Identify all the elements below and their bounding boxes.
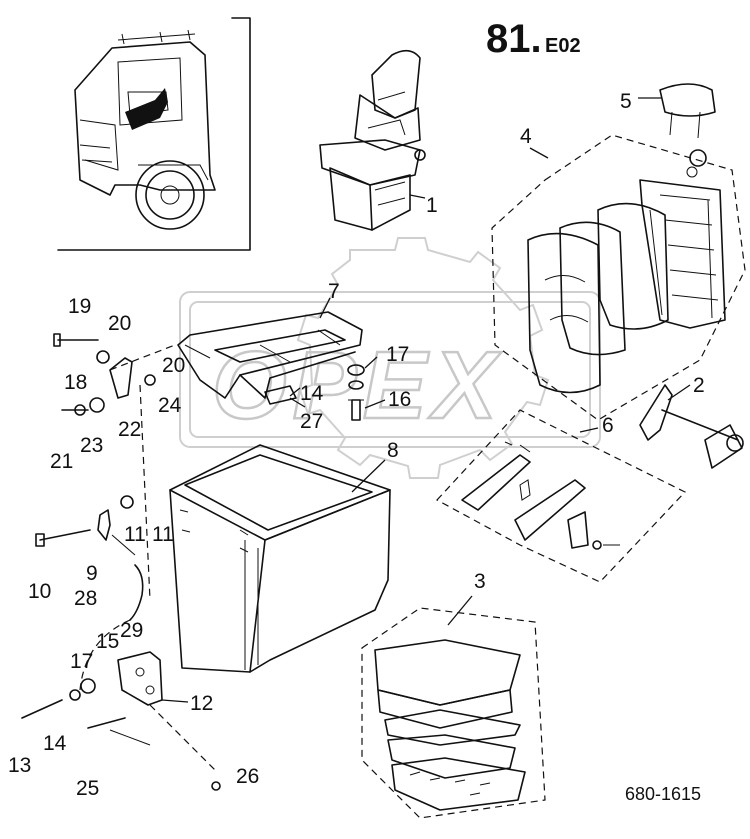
callout-27: 27 (300, 410, 323, 433)
callout-4: 4 (520, 125, 532, 148)
seat-base-box (169, 444, 391, 673)
callout-21: 21 (50, 450, 73, 473)
callout-28: 28 (74, 587, 97, 610)
side-bracket (639, 384, 744, 469)
armrest-group (436, 409, 686, 583)
document-number: 680-1615 (625, 784, 701, 804)
frame-fasteners (347, 364, 365, 421)
group-suffix: E02 (545, 35, 581, 57)
backrest-group (491, 83, 746, 421)
watermark-text: OPEX (212, 332, 503, 439)
callout-11-upper: 11 (124, 523, 146, 546)
callout-13: 13 (8, 754, 31, 777)
callouts: 1 2 3 4 5 6 7 8 9 10 11 12 13 14 15 16 1… (8, 90, 705, 800)
callout-29: 29 (120, 619, 143, 642)
callout-6: 6 (602, 414, 614, 437)
callout-20-upper: 20 (108, 312, 131, 335)
callout-10: 10 (28, 580, 51, 603)
seat-cushion-group (361, 607, 546, 819)
callout-22: 22 (118, 418, 141, 441)
callout-14-upper: 14 (300, 382, 324, 405)
callout-17-upper: 17 (386, 343, 409, 366)
callout-23: 23 (80, 434, 103, 457)
callout-26: 26 (236, 765, 259, 788)
seat-frame (177, 311, 363, 405)
truck-inset (57, 17, 251, 251)
callout-5: 5 (620, 90, 632, 113)
complete-seat (319, 49, 426, 231)
callout-16: 16 (388, 388, 411, 411)
left-hardware (21, 333, 221, 791)
callout-8: 8 (387, 439, 399, 462)
callout-25: 25 (76, 777, 99, 800)
callout-11-lower: 11 (152, 523, 174, 546)
callout-19: 19 (68, 295, 91, 318)
callout-20-lower: 20 (162, 354, 185, 377)
callout-1: 1 (426, 194, 438, 217)
callout-14-lower: 14 (43, 732, 67, 755)
callout-7: 7 (328, 280, 340, 303)
watermark-logo: OPEX (179, 237, 601, 479)
callout-18: 18 (64, 371, 87, 394)
callout-12: 12 (190, 692, 213, 715)
callout-2: 2 (693, 374, 705, 397)
callout-15: 15 (96, 630, 119, 653)
callout-24: 24 (158, 394, 182, 417)
callout-17-lower: 17 (70, 650, 93, 673)
leader-lines (161, 97, 691, 703)
callout-9: 9 (86, 562, 98, 585)
group-number: 81. (486, 17, 542, 61)
callout-3: 3 (474, 570, 486, 593)
